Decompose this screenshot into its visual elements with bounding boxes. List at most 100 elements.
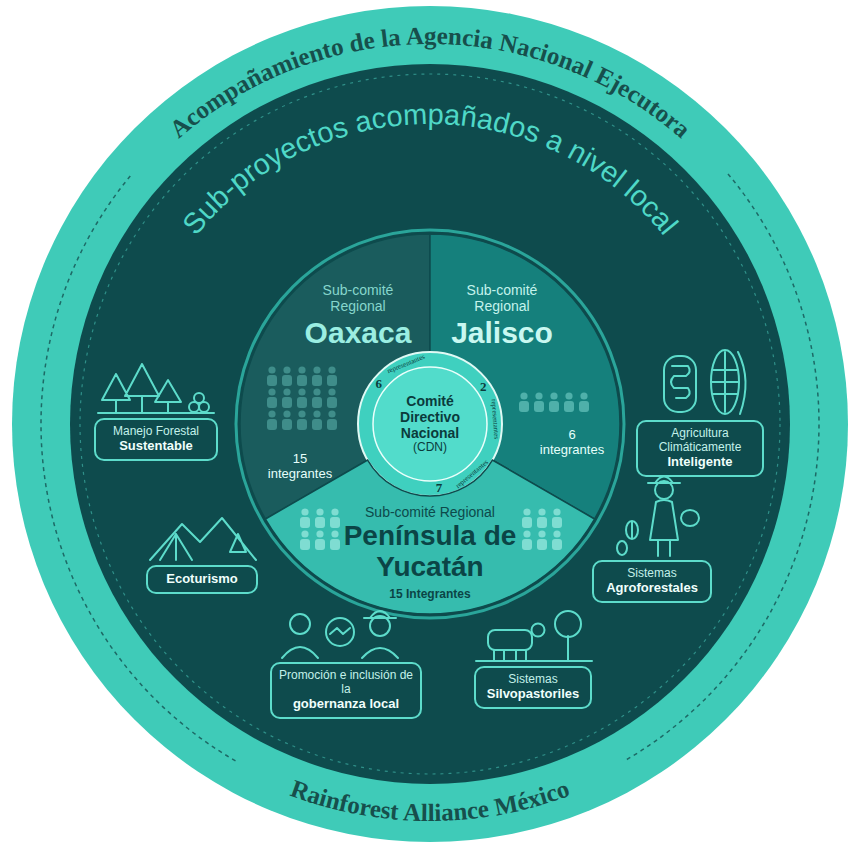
region-sector-text: 15 Integrantes — [365, 588, 495, 602]
agroforestry-icon-stroke — [655, 481, 673, 499]
member-head — [313, 410, 320, 417]
text-slot: Sub-comité Regional — [442, 282, 562, 314]
member-body — [315, 539, 325, 550]
region-sector-text: Sub-comité Regional — [442, 282, 562, 314]
text-slot: Jalisco — [427, 316, 577, 349]
committee-core — [373, 367, 487, 481]
text-slot: Agricultura Climáticamente — [644, 427, 756, 455]
governance-icon — [282, 611, 398, 658]
region-sector-text: 6 integrantes — [537, 428, 607, 458]
subproject-box: SistemasSilvopastoriles — [474, 666, 592, 709]
member-body — [312, 375, 322, 386]
committee-ring — [358, 352, 502, 496]
text-slot: Comité Directivo Nacional — [385, 393, 475, 441]
subproject-box-text: Agricultura Climáticamente — [644, 427, 756, 455]
sector-shape — [265, 460, 594, 614]
dashed-circle — [80, 74, 780, 774]
member-body — [297, 397, 307, 408]
region-sector-text: 15 integrantes — [260, 452, 340, 482]
subproject-box-text: Ecoturismo — [154, 572, 250, 587]
national-committee-circle: Comité Directivo Nacional(CDN) — [358, 352, 502, 496]
label-slot: 2 — [480, 379, 487, 394]
region-sector-text: Oaxaca — [283, 316, 433, 349]
forest-icon-stroke — [98, 364, 214, 413]
text-slot: 6 integrantes — [537, 428, 607, 458]
silvopastoral-icon-stroke — [488, 630, 532, 650]
member-head — [538, 508, 545, 515]
member-head — [553, 530, 560, 537]
agroforestry-icon-stroke — [632, 477, 680, 557]
member-body — [330, 517, 340, 528]
member-head — [316, 530, 323, 537]
member-body — [534, 401, 544, 412]
member-head — [313, 366, 320, 373]
text-slot: (CDN) — [413, 441, 447, 455]
subproject-box-text: Sustentable — [102, 439, 210, 454]
representative-count: 6 — [376, 377, 383, 392]
governance-icon-stroke — [282, 647, 318, 658]
subproject-box-text: Inteligente — [644, 455, 756, 470]
representative-count: 7 — [436, 481, 443, 496]
member-head — [331, 508, 338, 515]
ecotourism-icon — [150, 518, 256, 560]
member-body — [330, 539, 340, 550]
governance-icon-stroke — [326, 618, 354, 646]
region-sector-text: Jalisco — [427, 316, 577, 349]
member-head — [298, 366, 305, 373]
member-body — [327, 375, 337, 386]
region-sector-text: Sub-comité Regional — [298, 282, 418, 314]
climate-smart-icon-stroke — [711, 350, 739, 414]
text-slot: Sustentable — [102, 439, 210, 454]
member-body — [267, 419, 277, 430]
text-slot: Sistemas — [600, 567, 704, 581]
member-body — [564, 401, 574, 412]
member-body — [519, 401, 529, 412]
member-head — [316, 508, 323, 515]
subproject-box-text: Sistemas — [600, 567, 704, 581]
member-head — [535, 392, 542, 399]
text-slot: Península de Yucatán — [335, 521, 525, 583]
ecotourism-icon-stroke — [150, 518, 256, 560]
subproject-box-text: Agroforestales — [600, 581, 704, 596]
member-head — [538, 530, 545, 537]
text-slot: Promoción e inclusión de la — [278, 669, 414, 697]
subproject-box: SistemasAgroforestales — [592, 560, 712, 603]
forest-icon — [98, 364, 214, 413]
forest-icon-stroke — [194, 393, 204, 403]
member-head — [268, 366, 275, 373]
silvopastoral-icon-stroke — [476, 636, 592, 661]
member-body — [537, 517, 547, 528]
text-slot: Oaxaca — [283, 316, 433, 349]
label-slot: 7 — [436, 481, 443, 496]
text-slot: Silvopastoriles — [482, 687, 584, 702]
subproject-box: Manejo ForestalSustentable — [94, 418, 218, 461]
text-slot: gobernanza local — [278, 697, 414, 712]
member-head — [301, 530, 308, 537]
climate-smart-icon-stroke — [671, 366, 690, 398]
member-body — [282, 419, 292, 430]
member-head — [268, 388, 275, 395]
member-head — [580, 392, 587, 399]
member-body — [297, 419, 307, 430]
silvopastoral-icon-stroke — [532, 624, 545, 637]
climate-smart-icon-stroke — [664, 356, 696, 412]
inner-outline — [236, 230, 624, 618]
text-slot: Sub-comité Regional — [298, 282, 418, 314]
forest-icon-stroke — [189, 402, 199, 412]
national-committee-circle-text: Comité Directivo Nacional — [385, 393, 475, 441]
member-body — [327, 419, 337, 430]
member-head — [313, 388, 320, 395]
local-circle-fill — [70, 64, 790, 784]
member-head — [301, 508, 308, 515]
text-slot: Sistemas — [482, 673, 584, 687]
label-slot: 6 — [376, 377, 383, 392]
subproject-box-text: Promoción e inclusión de la — [278, 669, 414, 697]
member-body — [552, 539, 562, 550]
text-slot: 15 integrantes — [260, 452, 340, 482]
climate-smart-icon-stroke — [712, 352, 746, 414]
member-body — [579, 401, 589, 412]
member-head — [553, 508, 560, 515]
